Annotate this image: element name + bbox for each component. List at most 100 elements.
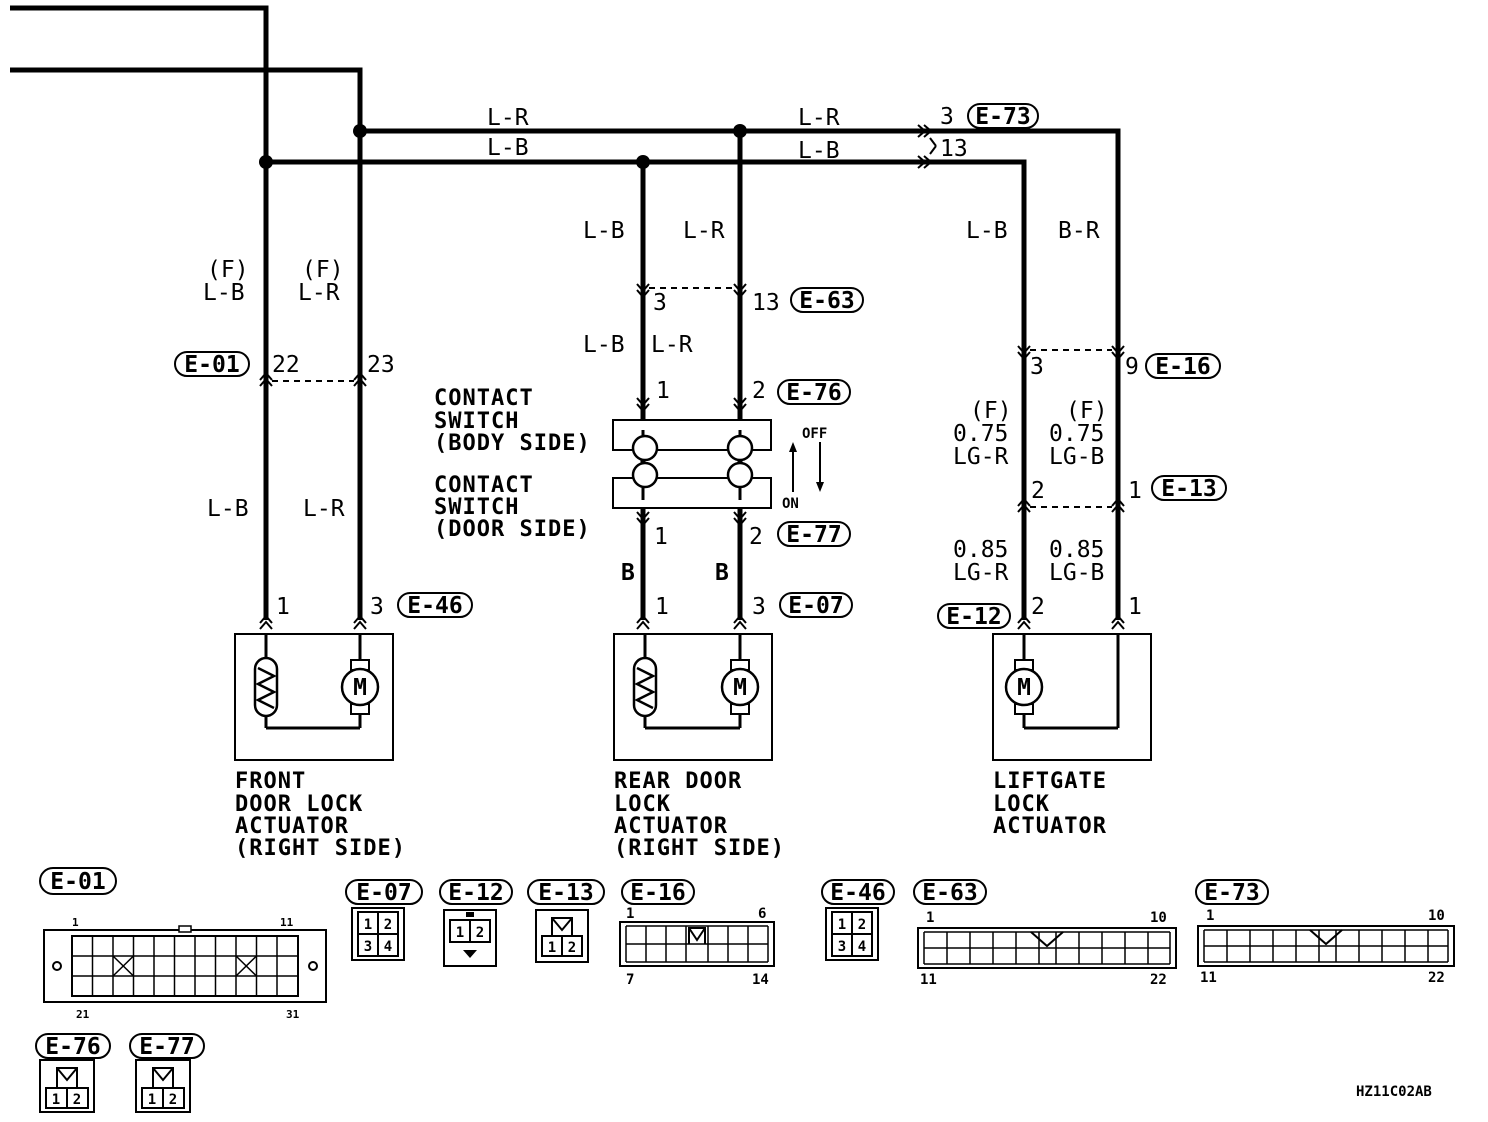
pin-number: 3 [1030,354,1044,380]
pin-number: 3 [653,290,667,316]
pin-number: 23 [367,352,395,378]
svg-text:E-12: E-12 [946,604,1001,630]
wire-label: (F) [970,398,1012,424]
svg-text:E-76: E-76 [786,380,841,406]
svg-text:SWITCH: SWITCH [434,495,519,520]
svg-text:31: 31 [286,1008,300,1021]
pin-number: 22 [272,352,300,378]
wire-label: (F) [302,257,344,283]
liftgate-lock-actuator-label: LIFTGATE LOCK ACTUATOR [993,769,1107,839]
pin-number: 2 [1031,478,1045,504]
svg-text:E-13: E-13 [1161,476,1216,502]
svg-text:E-12: E-12 [448,880,503,906]
svg-text:E-76: E-76 [45,1034,100,1060]
wire-label: 0.85 [1049,537,1104,563]
legend-connector-e46: E-46 1 2 3 4 [821,879,895,961]
legend-connector-e12: E-12 1 2 [439,879,513,967]
wire-label: (F) [207,257,249,283]
wire-label: 0.75 [953,421,1008,447]
wire-label: B [715,560,729,586]
svg-text:1: 1 [548,940,556,956]
connector-tag-e73: E-73 [967,103,1039,130]
pin-number: 3 [940,104,954,130]
svg-text:E-73: E-73 [975,104,1030,130]
wire-label: LG-B [1049,560,1104,586]
svg-text:(DOOR SIDE): (DOOR SIDE) [434,517,591,542]
legend-connector-e73: E-73 1 10 11 22 [1195,879,1455,986]
wire-bus [10,5,1121,620]
pin-number: 1 [656,378,670,404]
wire-label: (F) [1066,398,1108,424]
pin-number: 1 [655,594,669,620]
switch-on-label: ON [782,496,799,512]
wire-label: L-R [651,332,693,358]
wire-label: B-R [1058,218,1100,244]
wire-label: L-R [487,105,529,131]
svg-text:2: 2 [384,917,392,933]
connector-tag-e46: E-46 [397,592,473,619]
legend-connector-e16: E-16 1 6 7 14 [619,879,775,988]
front-door-lock-actuator: M [234,633,394,761]
wire-label: 0.85 [953,537,1008,563]
svg-text:1: 1 [148,1092,156,1108]
pin-number: 2 [752,378,766,404]
connector-e63-junction [636,283,747,298]
svg-text:1: 1 [456,925,464,941]
legend-connector-e76: E-76 1 2 [35,1033,111,1113]
svg-text:LOCK: LOCK [614,792,671,817]
contact-switch-body-label: CONTACT SWITCH (BODY SIDE) [434,386,591,456]
switch-off-label: OFF [802,426,827,442]
pin-number: 1 [1128,594,1142,620]
svg-text:10: 10 [1150,910,1167,926]
switch-state-arrows: OFF ON [782,426,827,512]
svg-text:4: 4 [384,939,392,955]
svg-text:(BODY SIDE): (BODY SIDE) [434,431,591,456]
svg-text:E-46: E-46 [830,880,885,906]
wire-label: L-R [798,105,840,131]
svg-text:ACTUATOR: ACTUATOR [235,814,349,839]
svg-text:E-13: E-13 [538,880,593,906]
contact-switch [612,419,772,509]
svg-text:3: 3 [838,939,846,955]
pin-number: 9 [1125,354,1139,380]
wire-label: L-R [298,280,340,306]
connector-tag-e01: E-01 [174,351,250,378]
svg-text:11: 11 [920,972,937,988]
wire-label: B [621,560,635,586]
wire-label: L-B [487,135,529,161]
liftgate-lock-actuator: M [992,633,1152,761]
svg-text:LIFTGATE: LIFTGATE [993,769,1107,794]
bus-connector-e73 [917,124,937,169]
svg-text:1: 1 [52,1092,60,1108]
svg-text:CONTACT: CONTACT [434,386,534,411]
pin-number: 2 [749,524,763,550]
connector-tag-e13: E-13 [1151,475,1227,502]
svg-text:2: 2 [568,940,576,956]
pin-number: 3 [752,594,766,620]
svg-text:7: 7 [626,972,634,988]
svg-text:1: 1 [626,906,634,922]
svg-text:ACTUATOR: ACTUATOR [993,814,1107,839]
svg-text:(RIGHT SIDE): (RIGHT SIDE) [235,836,406,861]
svg-text:FRONT: FRONT [235,769,306,794]
wire-label: LG-R [953,560,1009,586]
connector-tag-e76: E-76 [777,379,851,406]
wire-label: L-B [203,280,245,306]
svg-text:2: 2 [858,917,866,933]
pin-number: 1 [276,594,290,620]
svg-text:E-63: E-63 [922,880,977,906]
svg-text:1: 1 [926,910,934,926]
svg-text:REAR DOOR: REAR DOOR [614,769,742,794]
svg-text:ACTUATOR: ACTUATOR [614,814,728,839]
svg-text:22: 22 [1428,970,1445,986]
rear-door-lock-actuator-label: REAR DOOR LOCK ACTUATOR (RIGHT SIDE) [614,769,784,861]
svg-text:E-16: E-16 [1155,354,1210,380]
svg-text:1: 1 [364,917,372,933]
motor-symbol: M [1017,675,1031,701]
svg-text:E-63: E-63 [799,288,854,314]
motor-symbol: M [353,675,367,701]
connector-tag-e63: E-63 [790,287,864,314]
svg-text:3: 3 [364,939,372,955]
connector-e16-junction [1017,345,1125,360]
